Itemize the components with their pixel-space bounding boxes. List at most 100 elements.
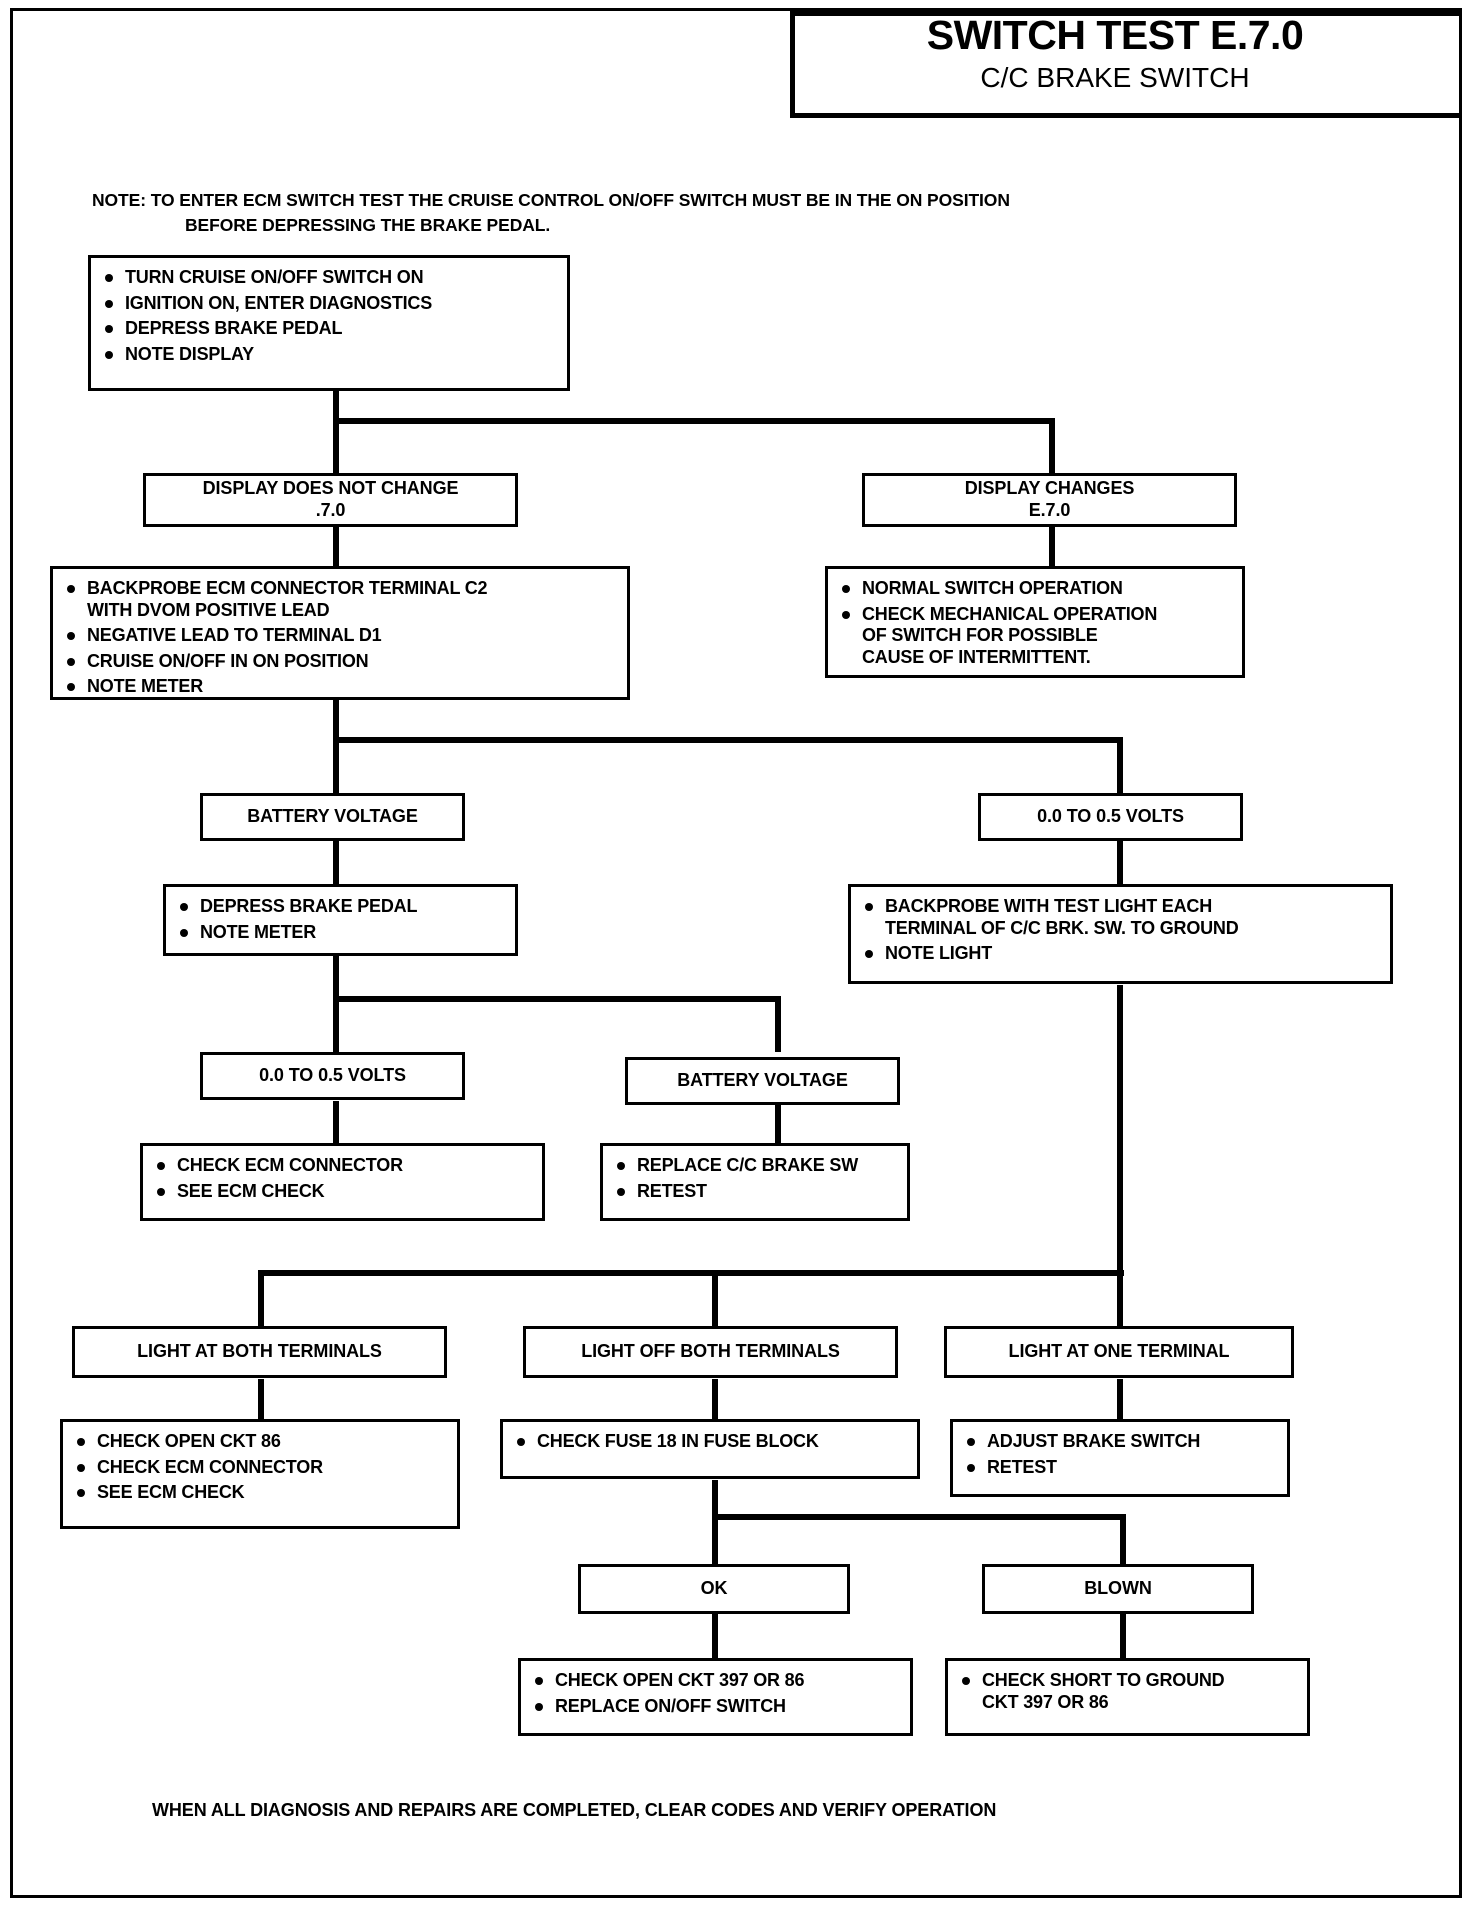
title-block: SWITCH TEST E.7.0 C/C BRAKE SWITCH <box>790 12 1440 95</box>
line-split-2 <box>333 737 1123 743</box>
bullet-item: ADJUST BRAKE SWITCH <box>965 1431 1277 1453</box>
header-left-rule <box>790 10 795 118</box>
bullet-item: REPLACE ON/OFF SWITCH <box>533 1696 900 1718</box>
node-replace-brake-switch[interactable]: REPLACE C/C BRAKE SW RETEST <box>600 1143 910 1221</box>
header-top-rule <box>790 10 1462 16</box>
page-title: SWITCH TEST E.7.0 <box>926 12 1304 58</box>
bullet-item: RETEST <box>615 1181 897 1203</box>
line-blown-down <box>1120 1614 1126 1658</box>
node-backprobe-ecm-connector[interactable]: BACKPROBE ECM CONNECTOR TERMINAL C2 WITH… <box>50 566 630 700</box>
line-split-3 <box>333 996 781 1002</box>
node-volts-0-to-0.5-1[interactable]: 0.0 TO 0.5 VOLTS <box>978 793 1243 841</box>
line-volts-1-down <box>1117 840 1123 884</box>
bullet-item: BACKPROBE WITH TEST LIGHT EACH TERMINAL … <box>863 896 1380 939</box>
node-display-does-not-change[interactable]: DISPLAY DOES NOT CHANGE .7.0 <box>143 473 518 527</box>
bullet-item: NORMAL SWITCH OPERATION <box>840 578 1232 600</box>
node-line: LIGHT AT ONE TERMINAL <box>1008 1341 1230 1362</box>
header-bottom-rule <box>790 113 1462 118</box>
line-to-blown <box>1120 1514 1126 1564</box>
node-normal-switch-operation[interactable]: NORMAL SWITCH OPERATION CHECK MECHANICAL… <box>825 566 1245 678</box>
line-changes-down <box>1049 524 1055 566</box>
node-line: OK <box>700 1578 728 1599</box>
node-light-at-both-terminals[interactable]: LIGHT AT BOTH TERMINALS <box>72 1326 447 1378</box>
bullet-item: CRUISE ON/OFF IN ON POSITION <box>65 651 617 673</box>
bullet-item: NOTE METER <box>65 676 617 698</box>
line-split-1 <box>333 418 1055 424</box>
node-line: BATTERY VOLTAGE <box>247 806 418 827</box>
node-ok[interactable]: OK <box>578 1564 850 1614</box>
line-test-light-down <box>1117 985 1123 1275</box>
node-line: BATTERY VOLTAGE <box>677 1070 848 1091</box>
bullet-item: CHECK SHORT TO GROUND CKT 397 OR 86 <box>960 1670 1297 1713</box>
node-light-off-both-terminals[interactable]: LIGHT OFF BOTH TERMINALS <box>523 1326 898 1378</box>
node-line: E.7.0 <box>1028 500 1071 520</box>
line-to-display-no-change <box>333 418 339 474</box>
line-to-ok <box>712 1514 718 1564</box>
node-check-open-ckt-397[interactable]: CHECK OPEN CKT 397 OR 86 REPLACE ON/OFF … <box>518 1658 913 1736</box>
node-light-at-one-terminal[interactable]: LIGHT AT ONE TERMINAL <box>944 1326 1294 1378</box>
bullet-item: NOTE LIGHT <box>863 943 1380 965</box>
line-light-both-down <box>258 1379 264 1419</box>
node-line: 0.0 TO 0.5 VOLTS <box>1037 806 1184 827</box>
line-depress-down <box>333 954 339 1000</box>
line-to-light-one <box>1117 1270 1123 1328</box>
line-fuse-down <box>712 1480 718 1520</box>
page-subtitle: C/C BRAKE SWITCH <box>980 62 1250 94</box>
bullet-item: NOTE METER <box>178 922 505 944</box>
line-to-battery-voltage-2 <box>775 996 781 1052</box>
node-line: DISPLAY CHANGES <box>964 478 1135 499</box>
line-to-light-both <box>258 1270 264 1328</box>
node-display-changes[interactable]: DISPLAY CHANGES E.7.0 <box>862 473 1237 527</box>
bullet-item: CHECK ECM CONNECTOR <box>155 1155 532 1177</box>
line-battery-2-down <box>775 1101 781 1143</box>
line-to-volts-05-2 <box>333 996 339 1052</box>
note-line-1: NOTE: TO ENTER ECM SWITCH TEST THE CRUIS… <box>92 190 1010 210</box>
bullet-item: CHECK ECM CONNECTOR <box>75 1457 447 1479</box>
node-check-fuse-18[interactable]: CHECK FUSE 18 IN FUSE BLOCK <box>500 1419 920 1479</box>
line-split-4 <box>258 1270 1124 1276</box>
line-light-one-down <box>1117 1379 1123 1419</box>
line-no-change-down <box>333 524 339 566</box>
bullet-item: REPLACE C/C BRAKE SW <box>615 1155 897 1177</box>
line-split-5 <box>712 1514 1126 1520</box>
line-to-volts-05-1 <box>1117 737 1123 795</box>
line-to-display-changes <box>1049 418 1055 474</box>
node-line: .7.0 <box>315 500 346 520</box>
node-battery-voltage-2[interactable]: BATTERY VOLTAGE <box>625 1057 900 1105</box>
bullet-item: BACKPROBE ECM CONNECTOR TERMINAL C2 WITH… <box>65 578 617 621</box>
line-ok-down <box>712 1614 718 1658</box>
node-blown[interactable]: BLOWN <box>982 1564 1254 1614</box>
node-backprobe-test-light[interactable]: BACKPROBE WITH TEST LIGHT EACH TERMINAL … <box>848 884 1393 984</box>
bullet-item: RETEST <box>965 1457 1277 1479</box>
node-line: LIGHT OFF BOTH TERMINALS <box>581 1341 840 1362</box>
bullet-item: CHECK MECHANICAL OPERATION OF SWITCH FOR… <box>840 604 1232 669</box>
line-start-down <box>333 390 339 422</box>
note-line-2: BEFORE DEPRESSING THE BRAKE PEDAL. <box>185 215 551 235</box>
node-depress-brake-pedal[interactable]: DEPRESS BRAKE PEDAL NOTE METER <box>163 884 518 956</box>
node-volts-0-to-0.5-2[interactable]: 0.0 TO 0.5 VOLTS <box>200 1052 465 1100</box>
line-backprobe-down <box>333 697 339 741</box>
line-to-battery-voltage-1 <box>333 737 339 795</box>
bullet-item: SEE ECM CHECK <box>155 1181 532 1203</box>
node-start[interactable]: TURN CRUISE ON/OFF SWITCH ON IGNITION ON… <box>88 255 570 391</box>
bullet-item: DEPRESS BRAKE PEDAL <box>103 318 557 340</box>
node-check-ecm-connector[interactable]: CHECK ECM CONNECTOR SEE ECM CHECK <box>140 1143 545 1221</box>
bullet-item: TURN CRUISE ON/OFF SWITCH ON <box>103 267 557 289</box>
node-line: BLOWN <box>1084 1578 1152 1599</box>
bullet-item: DEPRESS BRAKE PEDAL <box>178 896 505 918</box>
bullet-item: NOTE DISPLAY <box>103 344 557 366</box>
bullet-item: NEGATIVE LEAD TO TERMINAL D1 <box>65 625 617 647</box>
line-to-light-off-both <box>712 1270 718 1328</box>
node-battery-voltage-1[interactable]: BATTERY VOLTAGE <box>200 793 465 841</box>
node-check-short-to-ground[interactable]: CHECK SHORT TO GROUND CKT 397 OR 86 <box>945 1658 1310 1736</box>
bullet-item: CHECK OPEN CKT 86 <box>75 1431 447 1453</box>
bullet-item: SEE ECM CHECK <box>75 1482 447 1504</box>
line-light-off-down <box>712 1379 718 1419</box>
node-check-open-ckt-86[interactable]: CHECK OPEN CKT 86 CHECK ECM CONNECTOR SE… <box>60 1419 460 1529</box>
bullet-item: CHECK FUSE 18 IN FUSE BLOCK <box>515 1431 907 1453</box>
footer-note: WHEN ALL DIAGNOSIS AND REPAIRS ARE COMPL… <box>152 1800 997 1820</box>
node-line: LIGHT AT BOTH TERMINALS <box>137 1341 382 1362</box>
node-adjust-brake-switch[interactable]: ADJUST BRAKE SWITCH RETEST <box>950 1419 1290 1497</box>
page-border <box>10 8 1462 1898</box>
